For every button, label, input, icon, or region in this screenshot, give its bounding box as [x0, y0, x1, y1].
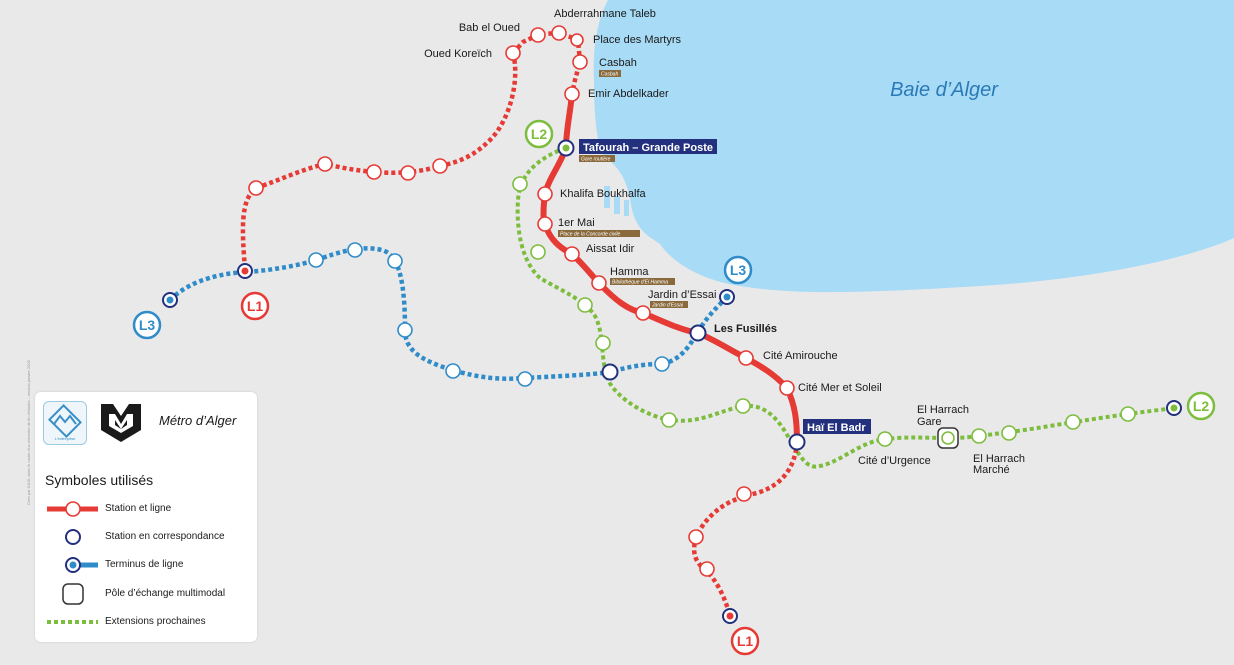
l3-stations	[308, 242, 670, 387]
badge-l2-east: L2	[1193, 398, 1210, 414]
legend-text: Terminus de ligne	[105, 559, 184, 570]
station-mer-soleil[interactable]	[779, 380, 795, 396]
station-casbah[interactable]	[572, 54, 588, 70]
station-place-martyrs[interactable]	[570, 33, 584, 47]
label-jardin-sub: Jardin d'Essai	[651, 303, 684, 309]
label-fusilles: Les Fusillés	[714, 323, 777, 335]
legend-title: Symboles utilisés	[45, 472, 154, 488]
station-fusilles[interactable]	[689, 324, 707, 342]
legend-panel: L'entreprise Métro d’Alger Symboles util…	[35, 392, 257, 642]
label-casbah-sub: Casbah	[601, 72, 618, 78]
badge-l3-west: L3	[139, 317, 156, 333]
label-hamma: Hamma	[610, 266, 649, 278]
map-credit: Créé par GASL dans le cadre d'un mémoire…	[26, 360, 31, 505]
label-tafourah: Tafourah – Grande Poste	[583, 142, 713, 154]
label-abderrahmane-taleb: Abderrahmane Taleb	[554, 8, 656, 20]
l1-line-west	[240, 52, 518, 271]
station-bab-el-oued[interactable]	[530, 27, 546, 43]
station-amirouche[interactable]	[738, 350, 754, 366]
line-badges: L2 L1 L3 L3 L1 L2	[132, 119, 1216, 656]
pier-marks	[604, 186, 662, 230]
hub-tafourah-box	[579, 139, 717, 154]
l1-line-north	[511, 30, 583, 95]
station-emir[interactable]	[564, 86, 580, 102]
label-harrach-marche-2: Marché	[973, 464, 1010, 476]
badge-l3-east: L3	[730, 262, 747, 278]
station-oued-koreich[interactable]	[505, 45, 521, 61]
legend-item-extensions: Extensions prochaines	[35, 611, 257, 633]
label-tafourah-sub: Gare routière	[581, 157, 611, 163]
label-urgence: Cité d’Urgence	[858, 455, 931, 467]
label-harrach-gare-2: Gare	[917, 416, 941, 428]
station-jardin[interactable]	[635, 305, 651, 321]
label-amirouche: Cité Amirouche	[763, 350, 838, 362]
station-aissat[interactable]	[564, 246, 580, 262]
l1-line-south	[691, 441, 800, 616]
station-1er-mai[interactable]	[537, 216, 553, 232]
legend-item-station-line: Station et ligne	[35, 498, 257, 520]
legend-text: Extensions prochaines	[105, 616, 206, 627]
legend-item-multimodal: Pôle d’échange multimodal	[35, 583, 257, 605]
legend-text: Pôle d’échange multimodal	[105, 588, 226, 599]
label-aissat: Aissat Idir	[586, 243, 635, 255]
legend-item-terminus: Terminus de ligne	[35, 554, 257, 576]
label-hamma-sub: Bibliothèque d'El Hamma	[612, 280, 668, 286]
badge-l1-west: L1	[247, 298, 264, 314]
logo-left-caption: L'entreprise	[55, 436, 77, 441]
legend-text: Station et ligne	[105, 503, 172, 514]
label-1er-mai: 1er Mai	[558, 217, 595, 229]
legend-brand: Métro d’Alger	[159, 413, 237, 428]
station-abderrahmane-taleb[interactable]	[551, 25, 567, 41]
correspondence-stations	[162, 139, 1182, 624]
label-emir: Emir Abdelkader	[588, 88, 669, 100]
label-hai-el-badr: Haï El Badr	[807, 422, 866, 434]
label-1er-mai-sub: Place de la Concorde civile	[560, 232, 621, 238]
label-harrach-gare-1: El Harrach	[917, 404, 969, 416]
entreprise-logo: L'entreprise	[43, 401, 87, 445]
label-harrach-marche-1: El Harrach	[973, 453, 1025, 465]
label-casbah: Casbah	[599, 57, 637, 69]
legend-item-correspondence: Station en correspondance	[35, 526, 257, 548]
station-hamma[interactable]	[591, 275, 607, 291]
bay-name: Baie d’Alger	[890, 79, 999, 101]
bay-water	[593, 0, 1234, 293]
l2-stations	[512, 176, 1136, 447]
label-bab-el-oued: Bab el Oued	[459, 22, 520, 34]
station-khalifa[interactable]	[537, 186, 553, 202]
l1-stations	[248, 25, 795, 577]
label-place-martyrs: Place des Martyrs	[593, 34, 682, 46]
label-jardin: Jardin d’Essai	[648, 289, 716, 301]
station-hai-el-badr[interactable]	[788, 433, 806, 451]
badge-l1-south: L1	[737, 633, 754, 649]
label-khalifa: Khalifa Boukhalfa	[560, 188, 646, 200]
label-mer-soleil: Cité Mer et Soleil	[798, 382, 882, 394]
hub-hai-el-badr-box	[803, 419, 871, 434]
badge-l2-north: L2	[531, 126, 548, 142]
metro-logo	[99, 402, 143, 442]
label-oued-koreich: Oued Koreïch	[424, 48, 492, 60]
legend-text: Station en correspondance	[105, 531, 225, 542]
